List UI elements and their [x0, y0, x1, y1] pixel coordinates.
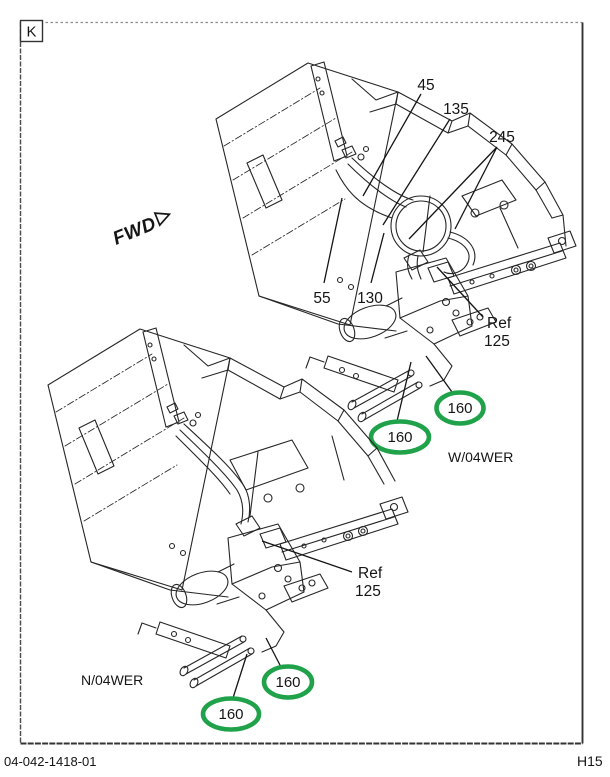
leader-135 — [382, 118, 451, 226]
drawing-frame-border — [19, 21, 584, 745]
callout-ref-lower-line1: Ref — [358, 565, 383, 582]
variant-label-lower: N/04WER — [81, 672, 143, 688]
leader-45 — [362, 93, 422, 197]
zone-label: K — [26, 24, 36, 41]
hose-loop-outer — [390, 195, 452, 257]
fwd-indicator: FWD — [110, 212, 172, 250]
callout-160-lower-left: 160 — [218, 706, 243, 723]
upper-tube-lines — [347, 369, 423, 423]
leader-160-lower-left — [232, 653, 248, 699]
fwd-label: FWD — [110, 213, 159, 249]
leader-130 — [370, 232, 385, 284]
highlight-ellipse-upper-right — [434, 390, 486, 426]
panel-slot-cutout — [78, 419, 115, 475]
lower-frame-rail — [137, 496, 409, 659]
highlight-ellipse-lower-left — [200, 696, 262, 732]
upper-frame-rail — [305, 230, 577, 393]
upper-diagram: 45 135 245 55 130 Ref 125 160 160 W/04WE… — [215, 61, 577, 465]
callout-245: 245 — [489, 129, 515, 146]
leader-ref-upper — [436, 266, 484, 318]
upper-chassis-drawing — [215, 61, 567, 332]
leader-160-lower-right — [265, 637, 282, 668]
lower-hose-assembly — [175, 423, 251, 525]
doc-number: 04-042-1418-01 — [4, 754, 97, 769]
upper-hose-assembly — [335, 157, 452, 280]
zone-label-box: K — [19, 19, 44, 43]
highlight-ellipse-upper-left — [368, 419, 432, 455]
leader-ref-lower — [261, 540, 353, 573]
callout-ref-upper-line2: 125 — [484, 333, 510, 350]
leader-160-upper-left — [396, 361, 412, 422]
highlight-ellipse-lower-right — [261, 664, 315, 700]
callout-ref-upper-line1: Ref — [487, 315, 512, 332]
lower-tube-lines — [179, 635, 255, 689]
leader-55 — [323, 197, 343, 284]
callout-135: 135 — [443, 101, 469, 118]
callout-160-lower-right: 160 — [275, 674, 300, 691]
callout-ref-lower-line2: 125 — [355, 583, 381, 600]
callout-130: 130 — [357, 290, 383, 307]
fwd-arrow-icon — [153, 212, 172, 227]
callout-160-upper-left: 160 — [387, 429, 412, 446]
panel-slot-cutout — [246, 154, 283, 209]
callout-45: 45 — [417, 77, 434, 94]
lower-diagram: Ref 125 160 160 N/04WER — [47, 327, 409, 732]
callout-160-upper-right: 160 — [447, 400, 472, 417]
page-code: H15 — [577, 753, 603, 769]
lower-chassis-drawing — [47, 327, 396, 598]
leader-245 — [408, 146, 498, 240]
leader-160-upper-right — [425, 355, 453, 393]
callout-55: 55 — [313, 290, 330, 307]
variant-label-upper: W/04WER — [448, 449, 513, 465]
